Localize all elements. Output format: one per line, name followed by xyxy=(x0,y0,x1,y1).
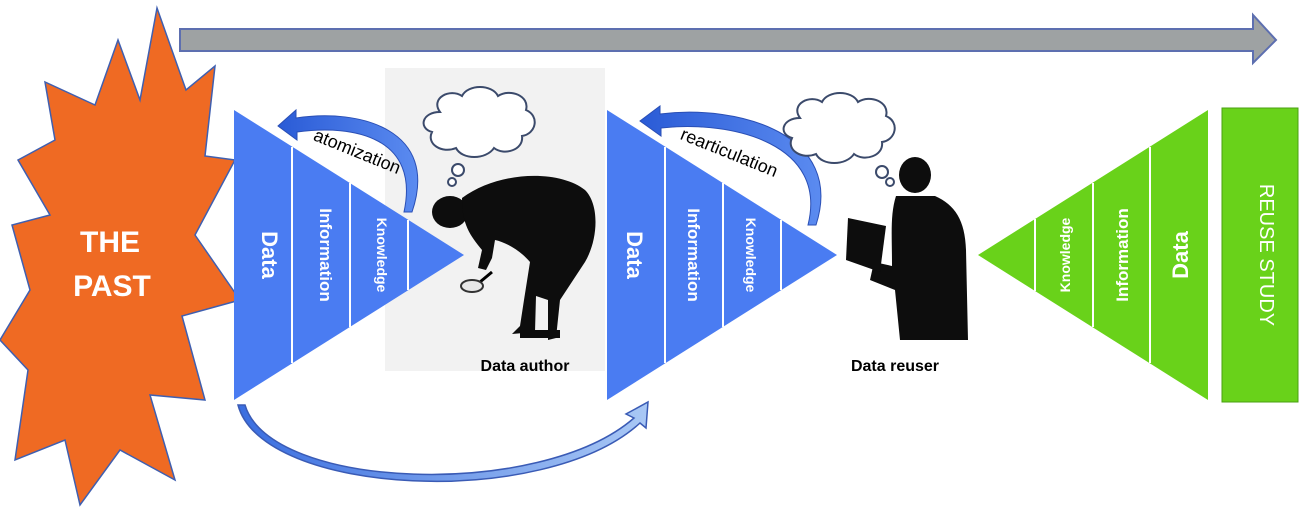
author-thought-bubble xyxy=(422,86,536,187)
middle-pyramid-band-knowledge: Knowledge xyxy=(743,218,759,293)
the-past-starburst xyxy=(0,5,242,507)
right-pyramid-band-information: Information xyxy=(1113,208,1132,302)
right-pyramid-band-knowledge: Knowledge xyxy=(1057,217,1073,292)
right-pyramid: Knowledge Information Data xyxy=(978,110,1208,400)
left-pyramid: Data Information Knowledge xyxy=(234,110,464,400)
left-pyramid-band-information: Information xyxy=(316,208,335,302)
right-pyramid-band-data: Data xyxy=(1168,230,1193,278)
middle-pyramid: Data Information Knowledge xyxy=(607,110,837,400)
middle-pyramid-band-information: Information xyxy=(684,208,703,302)
data-reuser-label: Data reuser xyxy=(851,358,939,375)
the-past-line2: PAST xyxy=(73,270,151,303)
data-author-silhouette xyxy=(432,175,596,340)
reuse-study-label: REUSE STUDY xyxy=(1255,184,1277,326)
data-reuser-silhouette xyxy=(846,157,968,340)
middle-pyramid-band-data: Data xyxy=(622,231,647,279)
left-pyramid-band-knowledge: Knowledge xyxy=(374,218,390,293)
left-pyramid-band-data: Data xyxy=(257,231,282,279)
transfer-arrow xyxy=(237,400,649,482)
data-author-label: Data author xyxy=(481,358,570,375)
the-past-line1: THE xyxy=(80,226,140,259)
atomization-arrow xyxy=(277,108,419,213)
reuse-study-box xyxy=(1221,107,1299,403)
timeline-arrow xyxy=(179,12,1278,66)
reuser-thought-bubble xyxy=(782,92,896,187)
magnifying-glass-icon xyxy=(460,270,493,293)
